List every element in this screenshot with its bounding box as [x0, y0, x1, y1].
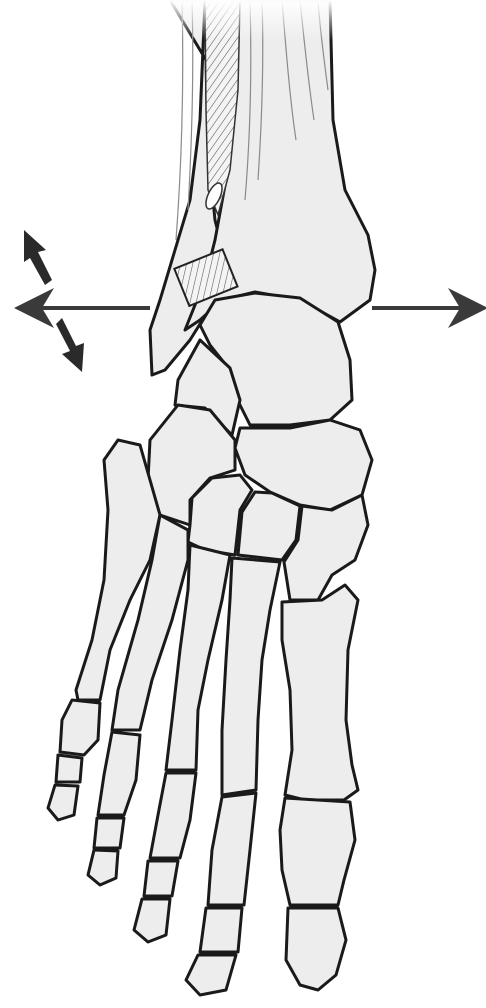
toe-3-proximal-phalanx: [150, 773, 196, 858]
toe-4-proximal-phalanx: [98, 732, 140, 815]
toe-3-middle-phalanx: [144, 861, 178, 896]
metatarsal-2: [222, 558, 280, 795]
toe-1-proximal-phalanx: [280, 798, 355, 905]
toe-5-middle-phalanx: [56, 755, 82, 782]
toe-2-distal-phalanx: [186, 955, 236, 995]
toe-2-proximal-phalanx: [208, 793, 256, 905]
toe-2-middle-phalanx: [200, 908, 242, 952]
toe-5-proximal-phalanx: [60, 700, 100, 755]
double-headed-rotation-arrow-icon: [24, 230, 84, 372]
toe-1-distal-phalanx: [286, 908, 346, 990]
metatarsal-1: [282, 585, 358, 800]
arrow-up-left: [24, 230, 52, 285]
arrow-down-right: [56, 318, 84, 372]
toe-3-distal-phalanx: [134, 899, 170, 942]
toe-5-distal-phalanx: [48, 785, 78, 820]
toe-4-middle-phalanx: [94, 818, 124, 848]
toe-4-distal-phalanx: [88, 850, 118, 885]
